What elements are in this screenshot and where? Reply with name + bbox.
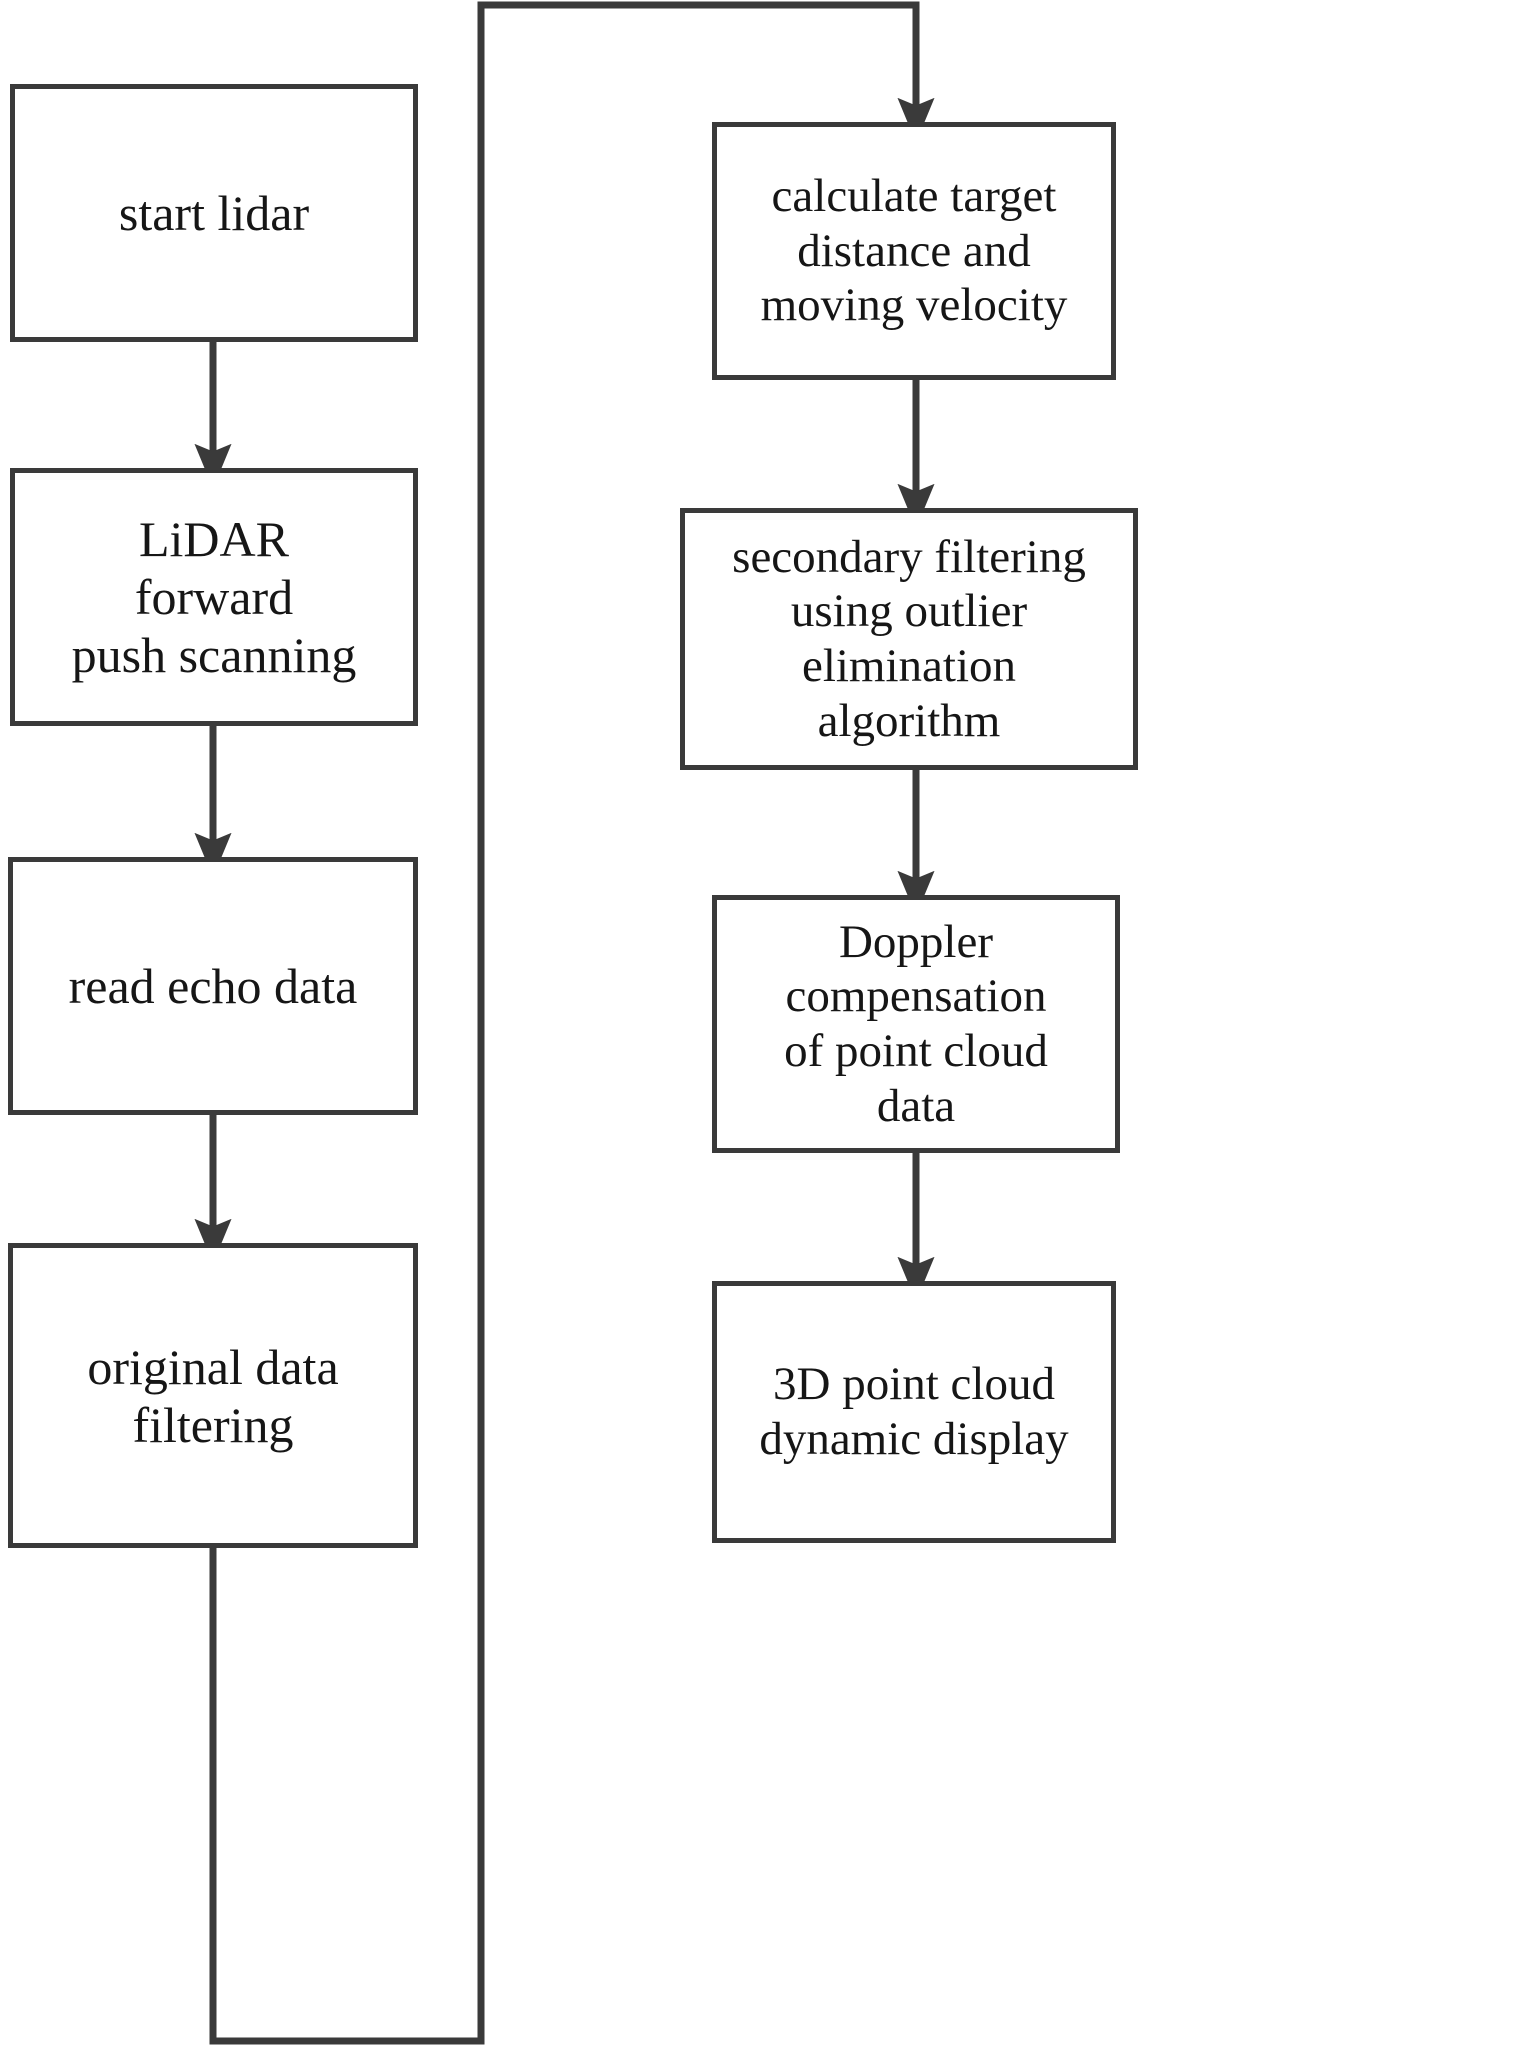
node-read-echo-data[interactable]: read echo data [8,857,418,1115]
node-start-lidar[interactable]: start lidar [10,84,418,342]
node-doppler-compensation-label: Doppler compensation of point cloud data [784,915,1048,1132]
node-doppler-compensation-point-cloud[interactable]: Doppler compensation of point cloud data [712,895,1120,1153]
node-3d-point-cloud-dynamic-display[interactable]: 3D point cloud dynamic display [712,1281,1116,1543]
node-3d-point-cloud-dynamic-display-label: 3D point cloud dynamic display [759,1358,1069,1465]
node-lidar-forward-push-scanning-label: LiDAR forward push scanning [71,511,357,683]
node-lidar-forward-push-scanning[interactable]: LiDAR forward push scanning [10,468,418,726]
node-secondary-filtering-outlier-elimination[interactable]: secondary filtering using outlier elimin… [680,508,1138,770]
node-calculate-target-distance-and-moving-velocity[interactable]: calculate target distance and moving vel… [712,122,1116,380]
node-original-data-filtering[interactable]: original data filtering [8,1243,418,1548]
node-start-lidar-label: start lidar [118,185,310,241]
node-secondary-filtering-label: secondary filtering using outlier elimin… [732,530,1086,747]
node-calculate-target-label: calculate target distance and moving vel… [760,170,1068,332]
node-read-echo-data-label: read echo data [68,958,358,1014]
node-original-data-filtering-label: original data filtering [87,1338,339,1453]
